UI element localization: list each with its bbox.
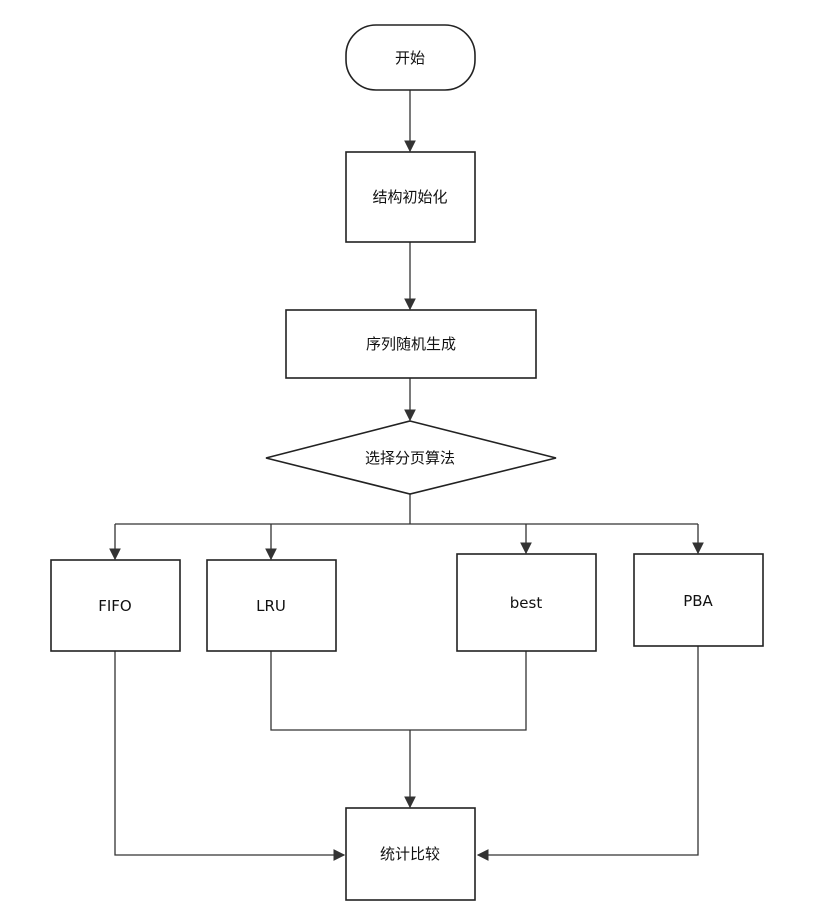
- node-start-label: 开始: [395, 49, 425, 67]
- edge-pba-to-compare: [476, 646, 699, 861]
- node-lru: LRU: [206, 559, 337, 652]
- node-fifo: FIFO: [50, 559, 181, 652]
- node-compare: 统计比较: [345, 807, 476, 901]
- node-lru-label: LRU: [256, 597, 286, 615]
- node-pba-label: PBA: [683, 592, 713, 610]
- node-best-label: best: [510, 594, 543, 612]
- node-pba: PBA: [633, 553, 764, 647]
- node-best: best: [456, 553, 597, 652]
- node-choose-label: 选择分页算法: [365, 449, 455, 467]
- node-generate-label: 序列随机生成: [366, 335, 456, 353]
- node-generate: 序列随机生成: [285, 309, 537, 379]
- node-choose: 选择分页算法: [265, 420, 557, 495]
- node-fifo-label: FIFO: [98, 597, 132, 615]
- node-start: 开始: [345, 24, 476, 91]
- node-init-label: 结构初始化: [372, 188, 447, 206]
- edge-fifo-to-compare: [114, 651, 346, 861]
- edges: [109, 90, 704, 861]
- edge-lru-best-merge: [270, 651, 527, 731]
- node-compare-label: 统计比较: [380, 845, 440, 863]
- node-init: 结构初始化: [345, 151, 476, 243]
